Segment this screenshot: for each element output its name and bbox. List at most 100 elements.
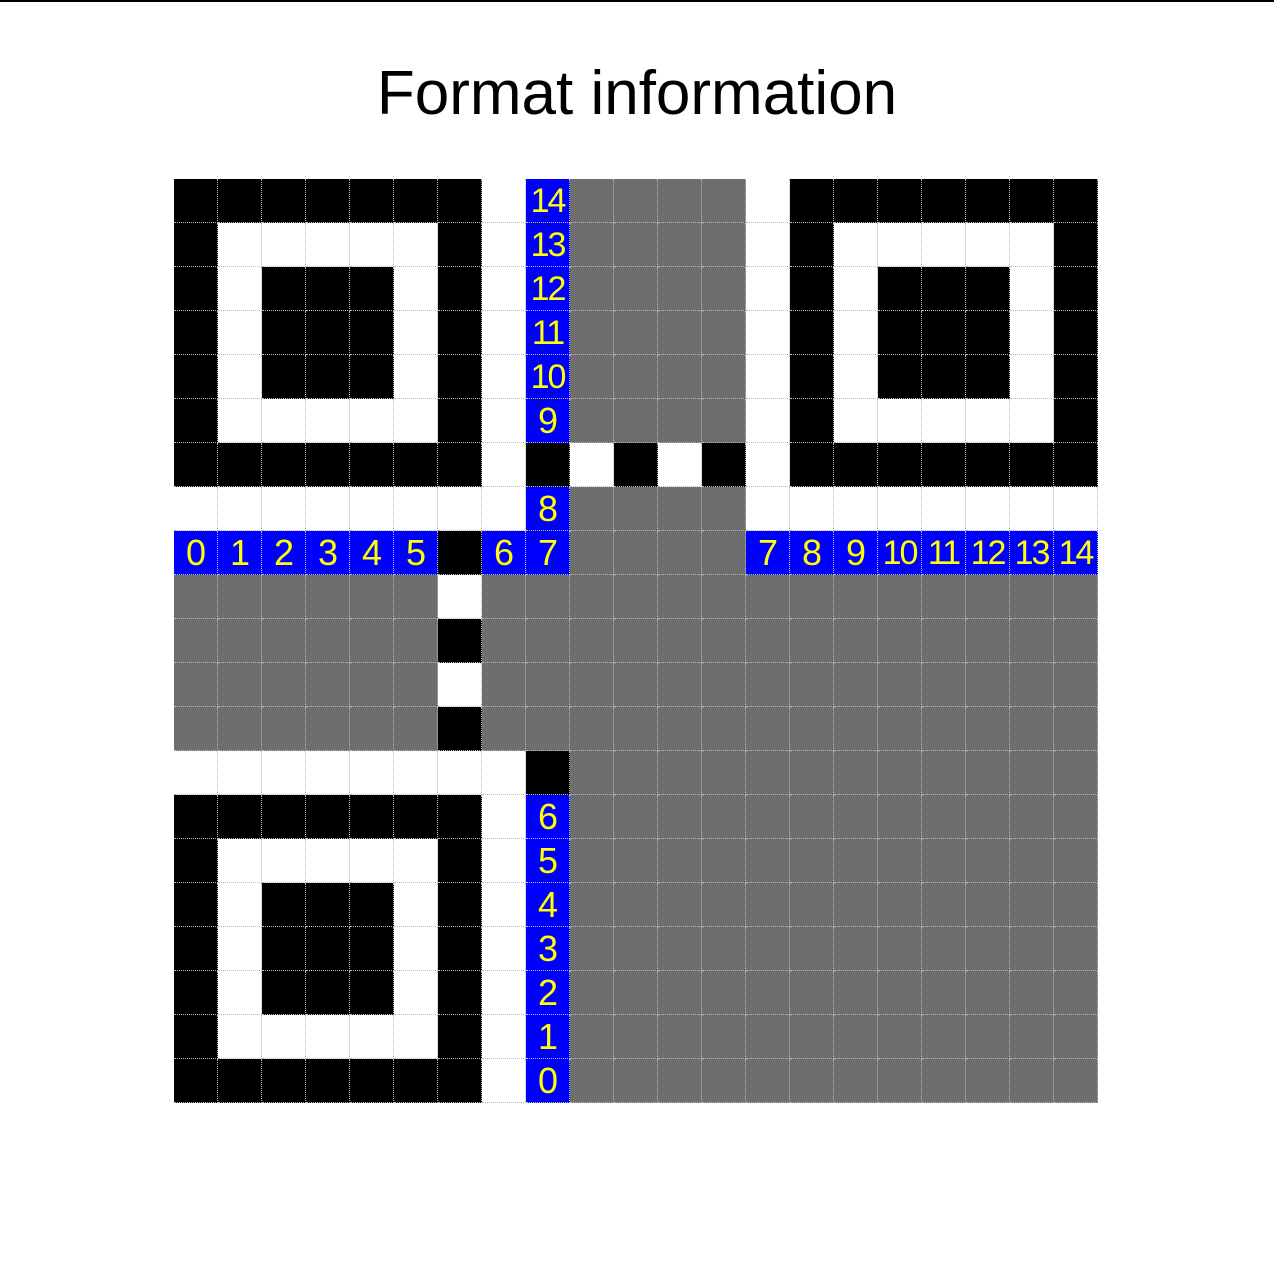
dark-module	[438, 355, 482, 399]
light-module	[1010, 311, 1054, 355]
data-area-module	[1054, 795, 1098, 839]
dark-module	[790, 399, 834, 443]
light-module	[1010, 223, 1054, 267]
data-area-module	[922, 1015, 966, 1059]
data-area-module	[702, 1059, 746, 1103]
data-area-module	[482, 663, 526, 707]
data-area-module	[614, 487, 658, 531]
light-module	[174, 751, 218, 795]
data-area-module	[878, 839, 922, 883]
data-area-module	[482, 575, 526, 619]
data-area-module	[614, 839, 658, 883]
data-area-module	[790, 883, 834, 927]
data-area-module	[878, 795, 922, 839]
data-area-module	[658, 795, 702, 839]
data-area-module	[262, 663, 306, 707]
data-area-module	[1010, 663, 1054, 707]
light-module	[790, 487, 834, 531]
data-area-module	[1054, 1015, 1098, 1059]
light-module	[262, 839, 306, 883]
format-bit-label: 6	[482, 531, 526, 575]
light-module	[482, 1015, 526, 1059]
data-area-module	[834, 971, 878, 1015]
data-area-module	[658, 971, 702, 1015]
light-module	[218, 267, 262, 311]
dark-module	[790, 223, 834, 267]
data-area-module	[614, 663, 658, 707]
format-bit-label: 0	[526, 1059, 570, 1103]
dark-module	[438, 619, 482, 663]
dark-module	[350, 355, 394, 399]
data-area-module	[746, 927, 790, 971]
data-area-module	[966, 883, 1010, 927]
dark-module	[218, 179, 262, 223]
data-area-module	[570, 839, 614, 883]
dark-module	[966, 179, 1010, 223]
dark-module	[174, 795, 218, 839]
format-bit-label: 0	[174, 531, 218, 575]
data-area-module	[570, 795, 614, 839]
data-area-module	[570, 883, 614, 927]
light-module	[394, 751, 438, 795]
data-area-module	[790, 751, 834, 795]
dark-module	[878, 267, 922, 311]
light-module	[394, 883, 438, 927]
light-module	[218, 883, 262, 927]
format-bit-label: 3	[526, 927, 570, 971]
dark-module	[438, 531, 482, 575]
data-area-module	[878, 751, 922, 795]
data-area-module	[790, 663, 834, 707]
format-bit-label: 11	[922, 531, 966, 575]
data-area-module	[658, 575, 702, 619]
data-area-module	[966, 971, 1010, 1015]
dark-module	[438, 883, 482, 927]
data-area-module	[922, 1059, 966, 1103]
light-module	[966, 487, 1010, 531]
data-area-module	[614, 355, 658, 399]
data-area-module	[570, 179, 614, 223]
format-bit-label: 1	[526, 1015, 570, 1059]
dark-module	[262, 311, 306, 355]
dark-module	[834, 179, 878, 223]
data-area-module	[878, 1059, 922, 1103]
data-area-module	[746, 707, 790, 751]
data-area-module	[306, 619, 350, 663]
dark-module	[306, 443, 350, 487]
dark-module	[438, 971, 482, 1015]
dark-module	[306, 971, 350, 1015]
light-module	[482, 355, 526, 399]
data-area-module	[922, 751, 966, 795]
dark-module	[438, 443, 482, 487]
dark-module	[350, 311, 394, 355]
data-area-module	[614, 223, 658, 267]
dark-module	[702, 443, 746, 487]
dark-module	[614, 443, 658, 487]
data-area-module	[702, 751, 746, 795]
data-area-module	[1010, 575, 1054, 619]
data-area-module	[394, 575, 438, 619]
data-area-module	[834, 883, 878, 927]
data-area-module	[614, 927, 658, 971]
data-area-module	[1010, 971, 1054, 1015]
data-area-module	[394, 707, 438, 751]
dark-module	[878, 355, 922, 399]
light-module	[218, 355, 262, 399]
data-area-module	[658, 707, 702, 751]
light-module	[482, 927, 526, 971]
data-area-module	[614, 1015, 658, 1059]
data-area-module	[966, 575, 1010, 619]
format-bit-label: 4	[350, 531, 394, 575]
data-area-module	[570, 1015, 614, 1059]
dark-module	[922, 443, 966, 487]
dark-module	[1054, 179, 1098, 223]
data-area-module	[614, 311, 658, 355]
dark-module	[174, 927, 218, 971]
dark-module	[174, 311, 218, 355]
data-area-module	[878, 707, 922, 751]
light-module	[746, 179, 790, 223]
data-area-module	[174, 575, 218, 619]
format-bit-label: 8	[790, 531, 834, 575]
dark-module	[394, 795, 438, 839]
dark-module	[790, 311, 834, 355]
format-bit-label: 5	[394, 531, 438, 575]
